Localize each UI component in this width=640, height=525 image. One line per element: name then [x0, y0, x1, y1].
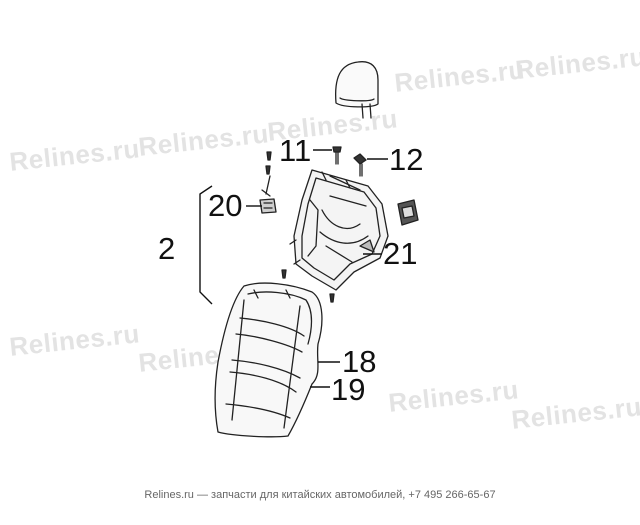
callout-21: 21 — [383, 236, 418, 271]
headrest — [334, 61, 379, 119]
callout-18: 18 — [342, 344, 377, 379]
screw — [265, 151, 272, 175]
callout-2: 2 — [158, 231, 176, 266]
callout-19: 19 — [331, 372, 366, 407]
seatback-cover — [214, 282, 323, 438]
seatback-frame — [289, 169, 389, 291]
screw — [281, 269, 335, 303]
callout-20: 20 — [208, 188, 243, 223]
leader-lines — [199, 149, 388, 388]
bolt-11 — [332, 146, 342, 165]
callout-11: 11 — [279, 133, 312, 168]
latch-part — [397, 199, 419, 226]
bracket-20 — [259, 175, 277, 214]
callout-12: 12 — [389, 142, 424, 177]
bracket-line-2 — [199, 185, 213, 305]
bolt-12 — [353, 153, 367, 177]
footer-contact: Relines.ru — запчасти для китайских авто… — [144, 489, 496, 501]
